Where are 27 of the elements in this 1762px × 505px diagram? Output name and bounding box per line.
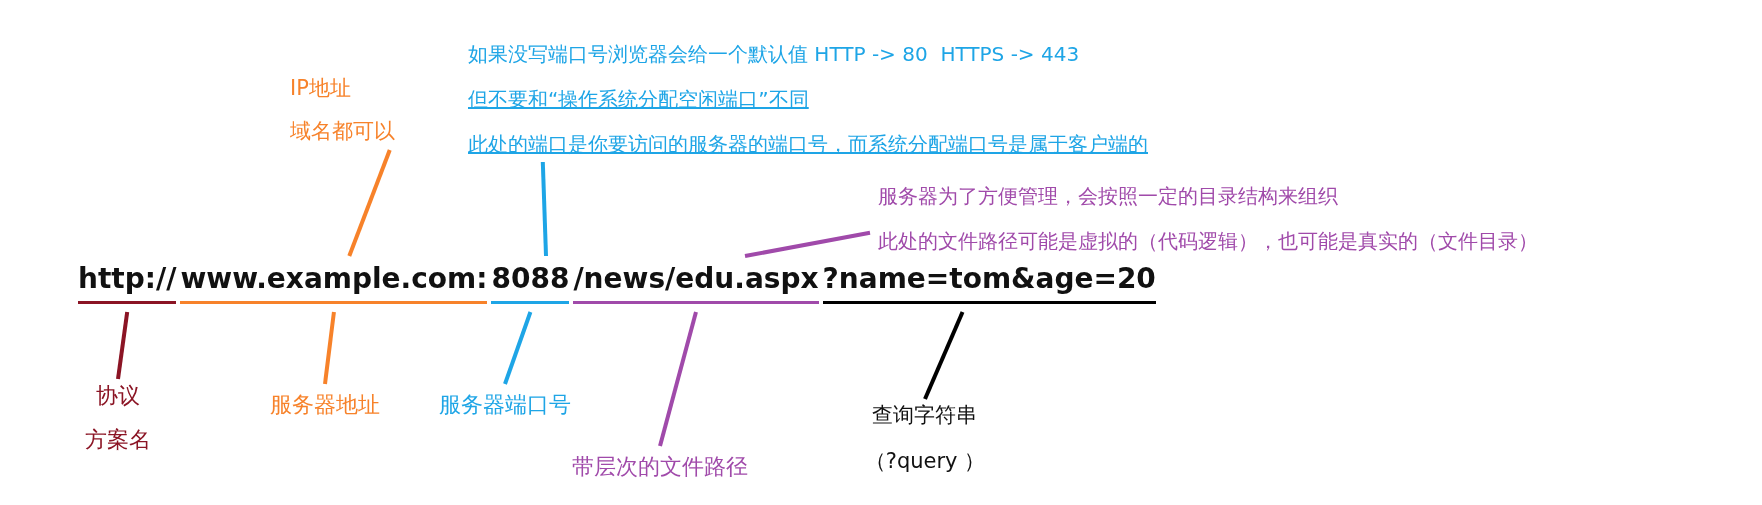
url-segment: 8088 bbox=[491, 262, 570, 304]
note-text: 此处的文件路径可能是虚拟的（代码逻辑），也可能是真实的（文件目录） bbox=[878, 231, 1538, 251]
leader-line bbox=[116, 311, 130, 380]
leader-line bbox=[744, 230, 871, 258]
url-segment: http:// bbox=[78, 262, 177, 304]
url-segment: /news/edu.aspx bbox=[573, 262, 819, 304]
leader-line bbox=[540, 161, 548, 257]
part-label: 协议 bbox=[95, 385, 141, 407]
part-label: （?query ） bbox=[864, 451, 986, 472]
note-text: 如果没写端口号浏览器会给一个默认值 HTTP -> 80 HTTPS -> 443 bbox=[468, 44, 1081, 64]
url-segment: ?name=tom&age=20 bbox=[822, 262, 1156, 304]
leader-line bbox=[923, 311, 965, 400]
leader-line bbox=[347, 149, 392, 257]
part-label: 方案名 bbox=[85, 429, 151, 451]
underlined-note: 但不要和“操作系统分配空闲端口”不同 bbox=[468, 89, 809, 109]
leader-line bbox=[323, 311, 336, 385]
part-label: 带层次的文件路径 bbox=[572, 452, 748, 482]
note-text: 域名都可以 bbox=[290, 121, 395, 142]
part-label: 查询字符串 bbox=[871, 405, 979, 426]
part-label: 服务器地址 bbox=[270, 390, 380, 420]
leader-line bbox=[503, 311, 533, 385]
note-text: IP地址 bbox=[290, 78, 352, 99]
url-segment: www.example.com: bbox=[180, 262, 488, 304]
leader-line bbox=[658, 311, 698, 447]
underlined-note: 此处的端口是你要访问的服务器的端口号，而系统分配端口号是属于客户端的 bbox=[468, 134, 1148, 154]
part-label: 服务器端口号 bbox=[439, 390, 571, 420]
note-text: 服务器为了方便管理，会按照一定的目录结构来组织 bbox=[878, 186, 1339, 206]
